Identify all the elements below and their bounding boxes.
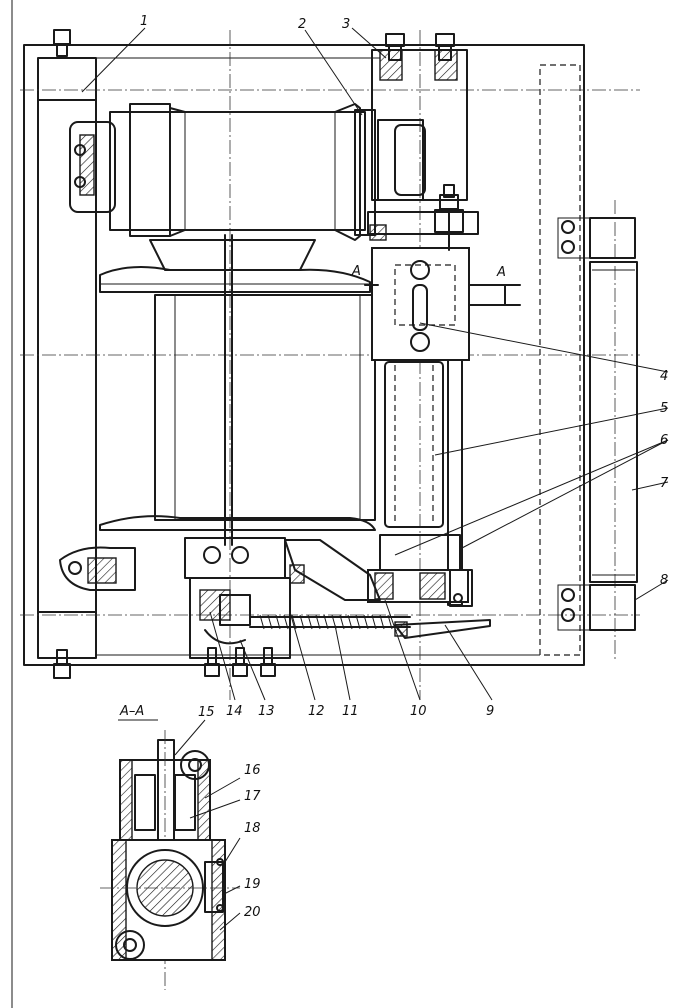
left-bracket <box>59 546 136 591</box>
callout-14: 14 <box>226 704 243 719</box>
callout-12: 12 <box>308 704 325 719</box>
leader-lines <box>81 27 669 931</box>
brake-assembly <box>364 184 521 607</box>
center-lines <box>20 30 640 700</box>
callout-9: 9 <box>486 704 494 719</box>
callout-numbers: 1 2 3 4 5 6 7 8 9 10 11 12 13 14 15 16 1… <box>140 14 669 920</box>
callout-10: 10 <box>410 704 427 719</box>
callout-4: 4 <box>660 369 668 384</box>
tension-spring <box>249 614 411 630</box>
callout-7: 7 <box>660 476 669 491</box>
section-mark-right: A <box>496 265 506 280</box>
callout-6: 6 <box>660 433 668 448</box>
belt-pulley <box>99 239 371 293</box>
callout-11: 11 <box>342 704 359 719</box>
callout-17: 17 <box>244 789 261 804</box>
callout-2: 2 <box>298 17 306 32</box>
callout-15: 15 <box>198 705 215 720</box>
guide-roller <box>557 217 638 631</box>
callout-5: 5 <box>660 401 668 416</box>
gear-reducer <box>367 49 479 241</box>
brake-lever <box>184 537 491 677</box>
callout-1: 1 <box>140 14 148 29</box>
cable-drum <box>99 234 376 546</box>
callout-19: 19 <box>244 877 261 892</box>
section-markers: A A A–A <box>118 264 506 721</box>
callout-13: 13 <box>258 704 275 719</box>
electric-motor <box>69 103 376 241</box>
callout-18: 18 <box>244 821 261 836</box>
section-title: A–A <box>119 704 144 719</box>
section-mark-left: A <box>351 264 361 279</box>
callout-16: 16 <box>244 763 261 778</box>
section-a-a <box>100 730 240 990</box>
callout-20: 20 <box>244 905 261 920</box>
callout-8: 8 <box>660 573 668 588</box>
callout-3: 3 <box>342 17 350 32</box>
